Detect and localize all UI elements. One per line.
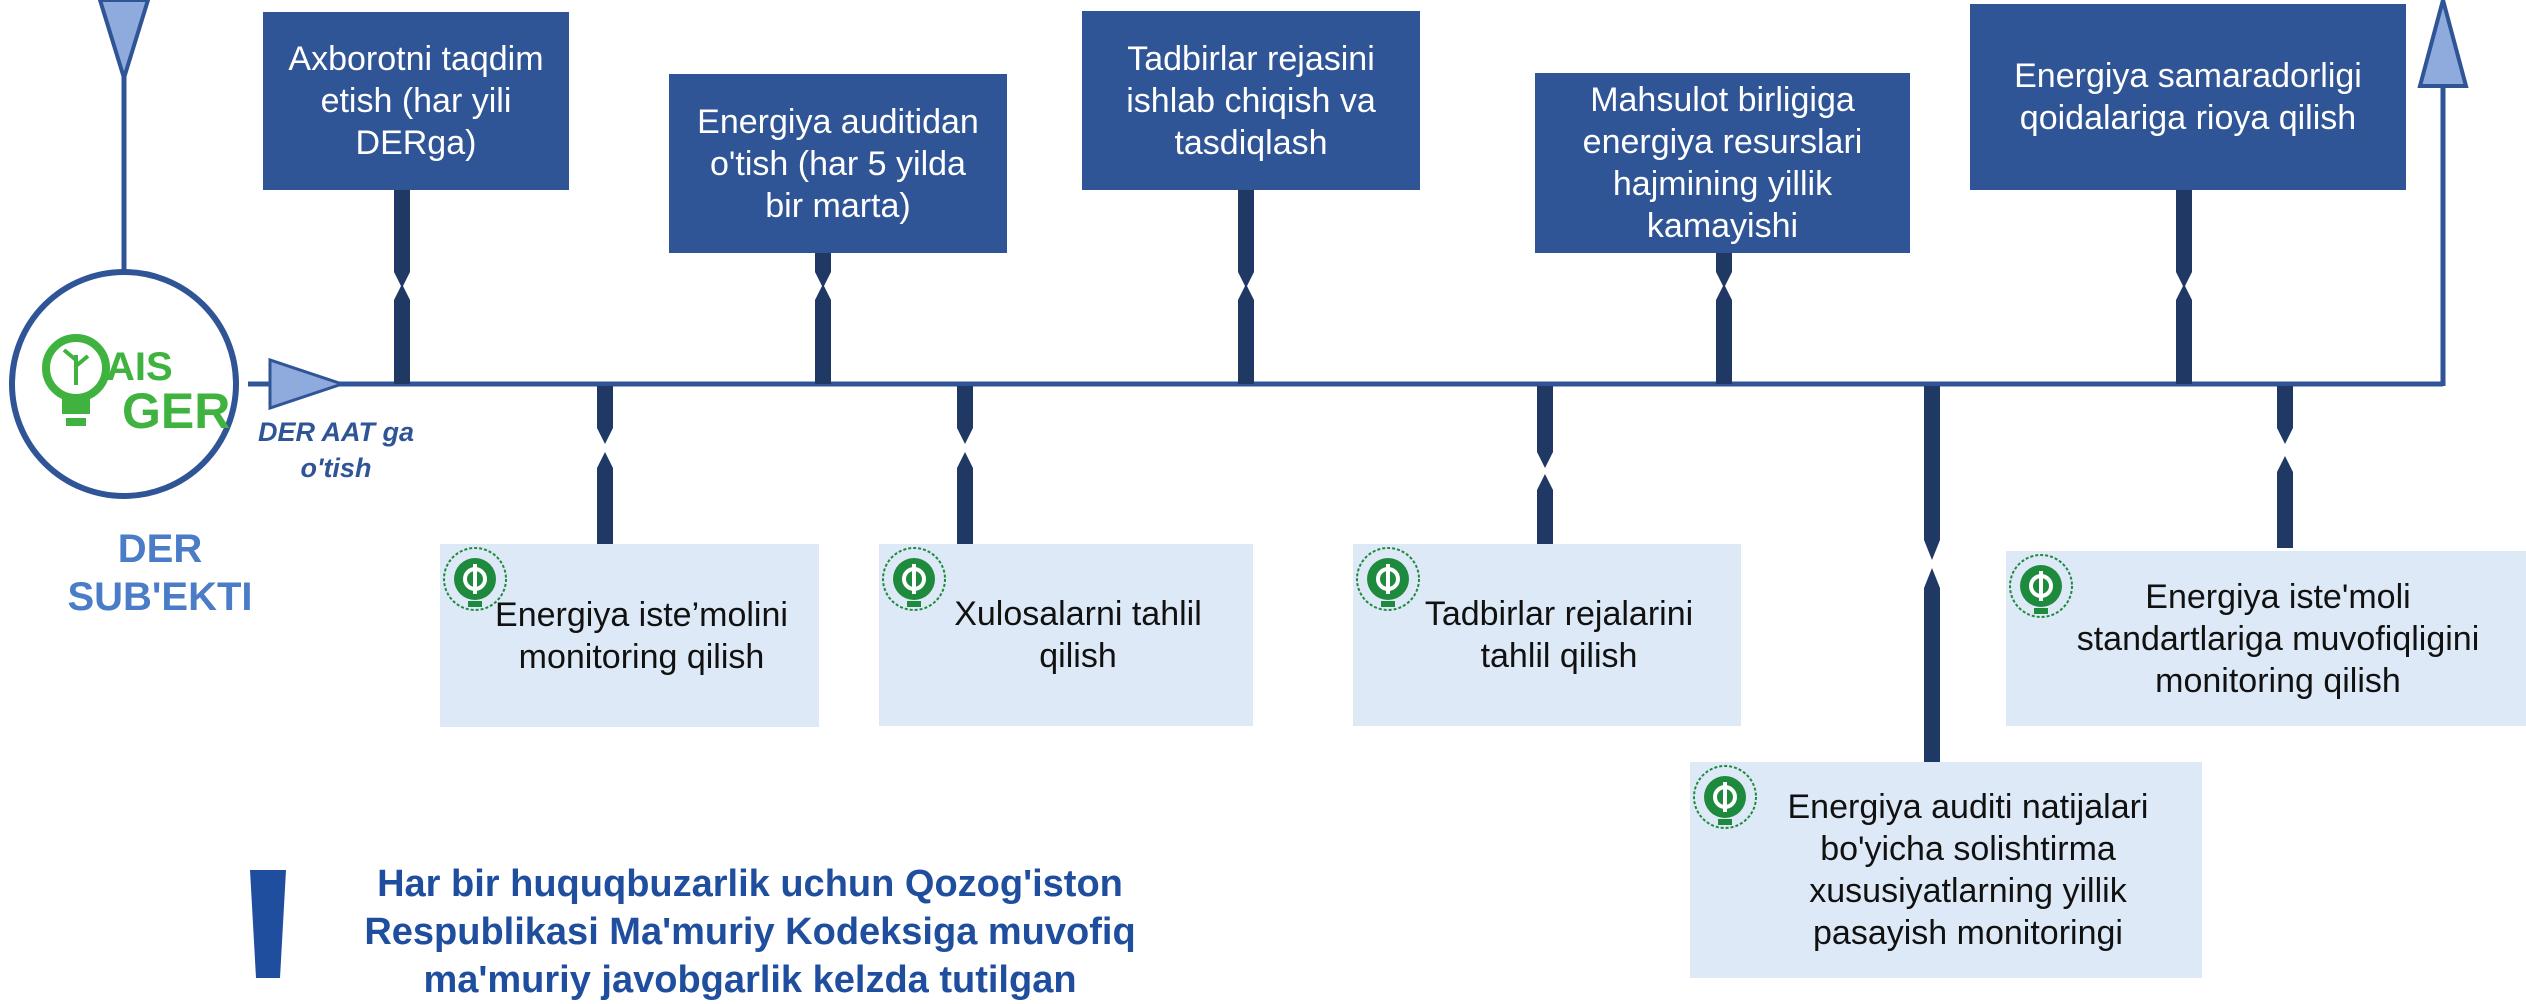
bottom-step-3: Tadbirlar rejalarini tahlil qilish bbox=[1353, 544, 1741, 726]
bottom-connector-3 bbox=[1537, 386, 1553, 468]
bottom-connector-1b bbox=[597, 452, 613, 544]
start-arrowhead bbox=[268, 357, 347, 411]
top-connector-4 bbox=[1716, 253, 1732, 288]
top-connector-5 bbox=[2176, 190, 2192, 288]
logo-text-bottom: GER bbox=[122, 383, 230, 439]
top-step-1: Axborotni taqdim etish (har yili DERga) bbox=[263, 12, 569, 190]
top-connector-1 bbox=[394, 190, 410, 288]
bottom-connector-4b bbox=[1924, 568, 1940, 762]
process-diagram: AIS GER bbox=[9, 0, 2469, 762]
start-caption: DER AAT ga o'tish bbox=[257, 417, 414, 483]
top-step-2: Energiya auditidan o'tish (har 5 yilda b… bbox=[669, 74, 1007, 253]
top-step-4: Mahsulot birligiga energiya resurslari h… bbox=[1535, 73, 1910, 253]
seal-logo-icon bbox=[443, 547, 507, 611]
top-connector-3 bbox=[1238, 190, 1254, 288]
bottom-step-2: Xulosalarni tahlil qilish bbox=[879, 544, 1253, 726]
seal-logo-icon bbox=[1693, 765, 1757, 829]
bottom-connector-2 bbox=[957, 386, 973, 444]
top-connector-5b bbox=[2176, 284, 2192, 384]
exit-arrowhead bbox=[2417, 0, 2469, 88]
incoming-arrowhead bbox=[97, 0, 151, 85]
seal-logo-icon bbox=[2009, 554, 2073, 618]
top-connector-2 bbox=[815, 253, 831, 288]
bottom-connector-3b bbox=[1537, 474, 1553, 544]
top-connector-1b bbox=[394, 284, 410, 384]
bottom-step-5: Energiya iste'moli standartlariga muvofi… bbox=[2006, 551, 2526, 726]
bottom-connector-4 bbox=[1924, 386, 1940, 560]
bottom-step-1: Energiya iste’molini monitoring qilish bbox=[440, 544, 819, 727]
top-connector-2b bbox=[815, 284, 831, 384]
bottom-connector-5b bbox=[2277, 456, 2293, 548]
exclamation-icon bbox=[250, 870, 286, 978]
seal-logo-icon bbox=[1356, 547, 1420, 611]
top-connector-3b bbox=[1238, 284, 1254, 384]
bottom-connector-2b bbox=[957, 452, 973, 544]
warning-note: Har bir huquqbuzarlik uchun Qozog'iston … bbox=[364, 863, 1136, 1001]
logo-text-top: AIS bbox=[106, 345, 173, 389]
top-connector-4b bbox=[1716, 284, 1732, 384]
bottom-connector-1 bbox=[597, 386, 613, 444]
seal-logo-icon bbox=[882, 547, 946, 611]
top-step-5: Energiya samaradorligi qoidalariga rioya… bbox=[1970, 4, 2406, 190]
bottom-connector-5 bbox=[2277, 386, 2293, 444]
ais-ger-logo: AIS GER bbox=[42, 334, 230, 439]
subject-label: DER SUB'EKTI bbox=[67, 527, 253, 619]
bottom-step-4: Energiya auditi natijalari bo'yicha soli… bbox=[1690, 762, 2202, 978]
subject-circle bbox=[9, 269, 239, 499]
top-step-3: Tadbirlar rejasini ishlab chiqish va tas… bbox=[1082, 11, 1420, 190]
